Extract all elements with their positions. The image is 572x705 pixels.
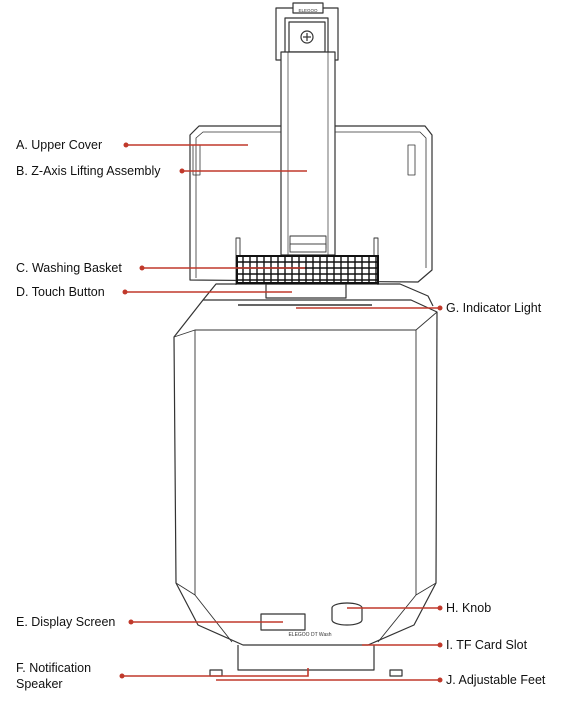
label-adjustable-feet: J. Adjustable Feet	[446, 673, 546, 687]
label-touch-button: D. Touch Button	[16, 285, 105, 299]
label-z-axis-lifting-assembly: B. Z-Axis Lifting Assembly	[16, 164, 161, 178]
base-plinth	[237, 645, 375, 671]
tank-rim	[202, 283, 434, 307]
label-tf-card-slot: I. TF Card Slot	[446, 638, 528, 652]
upper-cover	[189, 125, 433, 283]
label-washing-basket: C. Washing Basket	[16, 261, 122, 275]
label-knob: H. Knob	[446, 601, 492, 615]
label-display-screen: E. Display Screen	[16, 615, 116, 629]
rail-brand-mark: ELEGOO	[298, 8, 318, 13]
left-foot	[209, 669, 223, 677]
washing-basket	[236, 243, 379, 284]
panel-text: ELEGOO DT Wash	[288, 632, 331, 638]
label-indicator-light: G. Indicator Light	[446, 301, 542, 315]
callout-line-f	[122, 668, 309, 677]
label-notification-speaker: F. Notification Speaker	[16, 661, 92, 691]
touch-button-area	[265, 283, 347, 299]
main-body	[173, 299, 438, 646]
z-axis-arm	[280, 51, 336, 256]
label-upper-cover: A. Upper Cover	[16, 138, 103, 152]
right-foot	[389, 669, 403, 677]
